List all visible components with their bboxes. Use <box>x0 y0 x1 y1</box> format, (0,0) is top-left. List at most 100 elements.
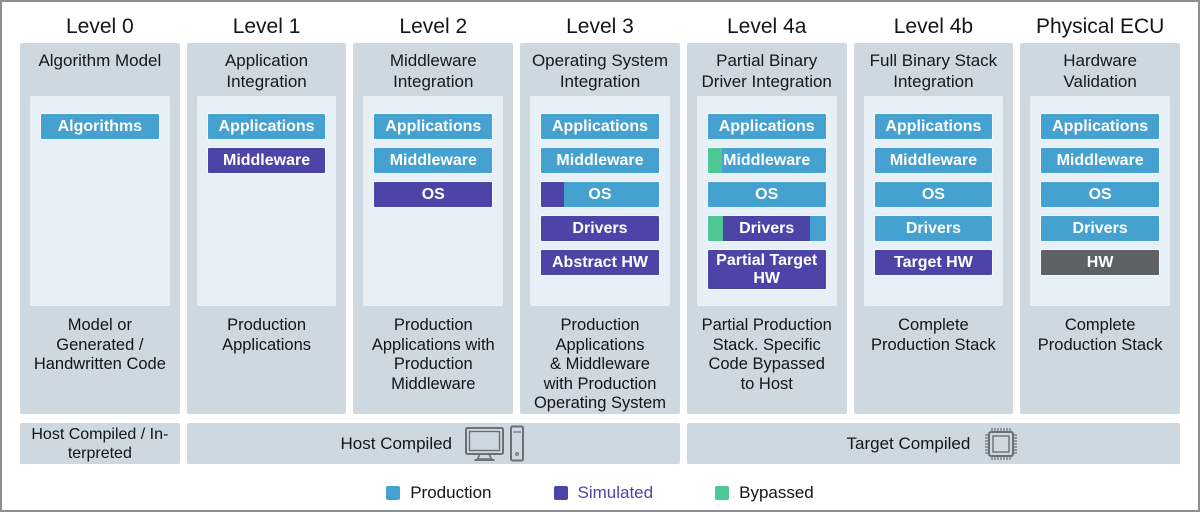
block-label: Drivers <box>1072 219 1128 237</box>
stack-block-abstract-hw: Abstract HW <box>540 249 660 276</box>
stack-block-applications: Applications <box>206 113 327 140</box>
stack-block-os: OS <box>706 181 827 208</box>
stack-block-drivers: Drivers <box>1040 215 1160 242</box>
segment-production <box>563 182 659 207</box>
host-compiled-label: Host Compiled <box>340 433 453 453</box>
segment-production <box>1041 114 1159 139</box>
block-label: Drivers <box>572 219 628 237</box>
block-label: OS <box>588 185 612 203</box>
stack-block-drivers: Drivers <box>706 215 827 242</box>
chip-icon <box>985 427 1018 460</box>
stack-block-drivers: Drivers <box>540 215 660 242</box>
block-label: Middleware <box>889 151 977 169</box>
block-label: OS <box>1088 185 1112 203</box>
level-header-physical-ecu: Physical ECU <box>1035 15 1165 38</box>
stack-panel: Algorithms <box>30 96 170 306</box>
segment-simulated <box>874 250 993 275</box>
legend-item-production: Production <box>386 483 492 503</box>
block-label: Middleware <box>1056 151 1144 169</box>
host-compiled-bar: Host Compiled <box>186 423 680 464</box>
level-header-level-3: Level 3 <box>566 15 634 38</box>
stack-block-algorithms: Algorithms <box>40 113 160 140</box>
segment-production <box>207 114 326 139</box>
column-title: Application Integration <box>224 51 309 91</box>
column-description: Model or Generated / Handwritten Code <box>33 316 166 373</box>
target-compiled-label: Target Compiled <box>846 433 971 453</box>
stack-block-drivers: Drivers <box>873 215 994 242</box>
segment-production <box>541 148 659 173</box>
block-label: Drivers <box>739 219 795 237</box>
stack-block-applications: Applications <box>1040 113 1160 140</box>
column-title: Partial Binary Driver Integration <box>701 51 832 91</box>
segment-production <box>541 114 659 139</box>
stack-block-middleware: Middleware <box>1040 147 1160 174</box>
block-label: Middleware <box>222 151 311 169</box>
level-header-level-4b: Level 4b <box>893 15 974 38</box>
segment-production <box>874 216 993 241</box>
segment-simulated <box>541 216 659 241</box>
block-label: Partial Target HW <box>716 251 818 287</box>
stack-block-applications: Applications <box>373 113 494 140</box>
segment-production <box>721 148 826 173</box>
block-label: Drivers <box>905 219 961 237</box>
legend-label: Production <box>410 483 492 502</box>
stack-block-applications: Applications <box>540 113 660 140</box>
segment-hardware <box>1041 250 1159 275</box>
stack-block-target-hw: Target HW <box>873 249 994 276</box>
column-title: Operating System Integration <box>531 51 669 91</box>
block-label: Applications <box>885 117 982 135</box>
target-compiled-bar: Target Compiled <box>686 423 1180 464</box>
column-description: Complete Production Stack <box>871 316 996 354</box>
column-title: Middleware Integration <box>389 51 477 91</box>
segment-simulated <box>541 250 659 275</box>
host-interpreted-label: Host Compiled / In- terpreted <box>31 425 169 462</box>
column-title: Full Binary Stack Integration <box>869 51 998 91</box>
segment-production <box>874 114 993 139</box>
block-label: Middleware <box>723 151 811 169</box>
block-label: Middleware <box>556 151 644 169</box>
column-description: Production Applications & Middleware wit… <box>533 316 667 412</box>
block-label: OS <box>921 185 945 203</box>
stack-block-middleware: Middleware <box>373 147 494 174</box>
segment-simulated <box>723 216 811 241</box>
stack-block-middleware: Middleware <box>706 147 827 174</box>
level-header-level-4a: Level 4a <box>727 15 807 38</box>
segment-bypassed <box>707 216 724 241</box>
legend-item-bypassed: Bypassed <box>715 483 814 503</box>
block-label: OS <box>755 185 779 203</box>
segment-simulated <box>541 182 564 207</box>
host-interpreted-bar: Host Compiled / In- terpreted <box>20 423 180 464</box>
stack-block-os: OS <box>540 181 660 208</box>
block-label: Applications <box>551 117 648 135</box>
segment-production <box>810 216 826 241</box>
column-description: Production Applications with Production … <box>371 316 495 393</box>
level-header-level-1: Level 1 <box>232 15 301 38</box>
block-label: HW <box>1086 253 1114 271</box>
stack-block-hw: HW <box>1040 249 1160 276</box>
segment-production <box>1041 148 1159 173</box>
compile-bars-row: Host Compiled / In- terpreted Host Compi… <box>20 423 1180 464</box>
column-title: Hardware Validation <box>1063 51 1137 91</box>
block-label: Applications <box>718 117 815 135</box>
column-description: Production Applications <box>222 316 312 354</box>
legend-swatch-simulated <box>553 486 568 500</box>
block-label: OS <box>421 185 445 203</box>
stack-block-applications: Applications <box>873 113 994 140</box>
segment-production <box>874 148 993 173</box>
column-title: Algorithm Model <box>38 51 162 70</box>
stack-block-os: OS <box>373 181 494 208</box>
segment-production <box>707 182 826 207</box>
